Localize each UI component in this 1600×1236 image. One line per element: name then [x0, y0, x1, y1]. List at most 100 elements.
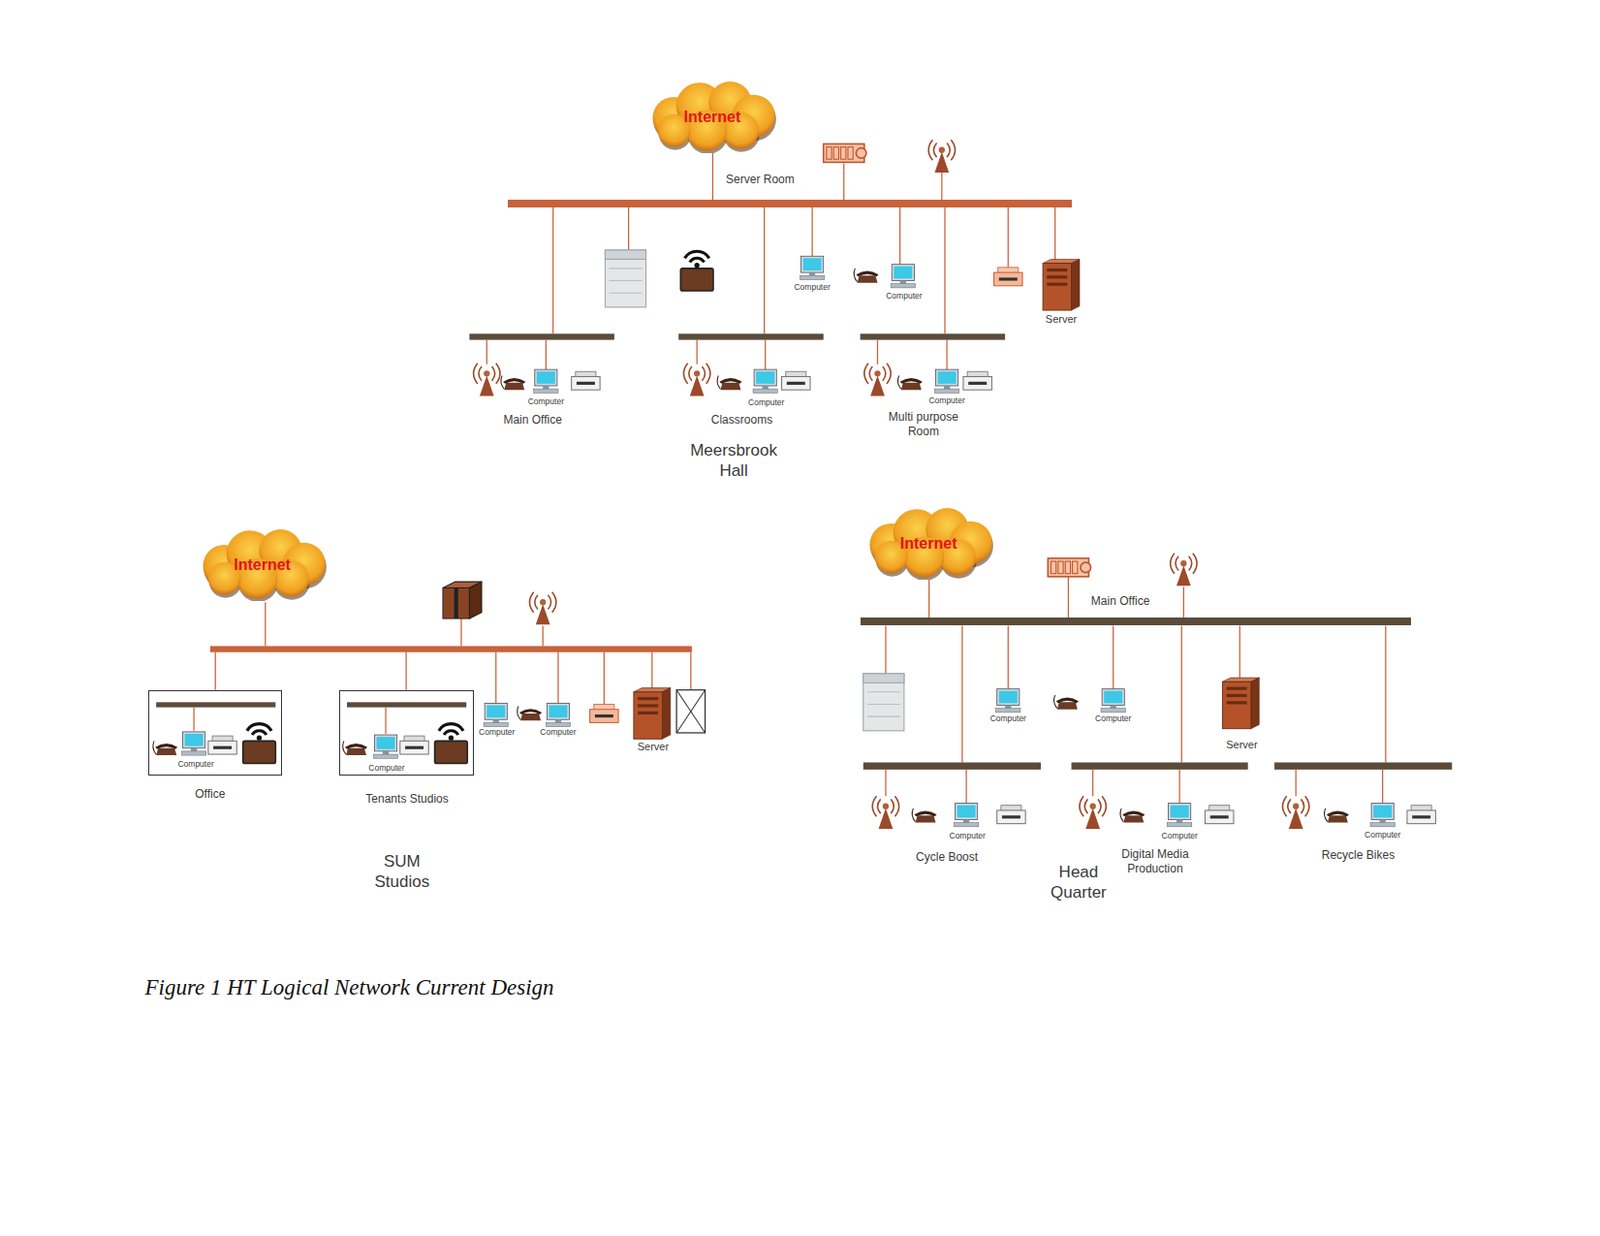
network-wire	[1179, 769, 1181, 804]
layout-shape	[853, 268, 857, 283]
layout-shape	[786, 381, 806, 385]
layout-shape	[190, 748, 197, 752]
network-wire	[961, 625, 963, 762]
layout-shape	[968, 381, 987, 385]
network-wire	[384, 707, 386, 734]
layout-shape	[534, 595, 538, 610]
computer-icon	[1100, 689, 1126, 713]
layout-shape	[1300, 798, 1304, 814]
layout-shape	[1071, 258, 1080, 311]
layout-shape	[637, 711, 659, 715]
phone-icon	[153, 740, 178, 755]
subnet-bar	[1274, 761, 1452, 769]
device-label: Computer	[1364, 829, 1401, 841]
network-wire	[192, 707, 194, 731]
cloud-label: Internet	[684, 107, 742, 127]
layout-shape	[256, 735, 262, 741]
network-wire	[552, 207, 554, 335]
layout-shape	[1090, 803, 1097, 810]
zone-box: ComputerTenants Studios	[339, 690, 474, 776]
layout-shape	[546, 702, 569, 720]
layout-shape	[493, 719, 500, 722]
layout-shape	[928, 139, 933, 160]
layout-shape	[486, 705, 505, 719]
layout-shape	[156, 748, 177, 755]
room-label: Cycle Boost	[915, 849, 978, 865]
layout-shape	[856, 275, 878, 283]
layout-shape	[1189, 556, 1193, 571]
pabx-icon	[823, 143, 867, 162]
layout-shape	[939, 147, 945, 154]
layout-shape	[1100, 708, 1126, 713]
layout-shape	[604, 250, 646, 259]
layout-shape	[801, 255, 824, 273]
network-wire	[1381, 769, 1383, 804]
layout-shape	[890, 283, 915, 288]
printer-icon	[400, 735, 429, 754]
layout-shape	[833, 147, 839, 160]
layout-shape	[1046, 282, 1067, 286]
phone-icon	[911, 808, 937, 823]
layout-shape	[343, 740, 346, 754]
network-wire	[1007, 625, 1009, 689]
zone-label: Office	[194, 786, 225, 802]
network-wire	[1181, 625, 1183, 762]
layout-shape	[878, 798, 881, 814]
layout-shape	[1103, 690, 1123, 704]
layout-shape	[1226, 700, 1248, 704]
layout-shape	[1170, 805, 1190, 818]
zone-label: Main Office	[1091, 594, 1150, 609]
layout-shape	[552, 592, 557, 613]
antenna-icon	[928, 139, 955, 173]
layout-shape	[938, 371, 957, 384]
network-wire	[542, 625, 544, 646]
device-label: Computer	[177, 757, 214, 769]
antenna-icon	[872, 795, 899, 829]
layout-shape	[345, 748, 367, 755]
network-wire	[1007, 207, 1009, 268]
layout-shape	[914, 815, 936, 822]
layout-shape	[517, 706, 521, 721]
network-wire	[1112, 625, 1114, 689]
layout-shape	[996, 708, 1021, 713]
computer-icon	[545, 702, 570, 726]
layout-shape	[637, 703, 659, 707]
layout-shape	[1002, 815, 1021, 818]
layout-shape	[753, 369, 777, 386]
layout-shape	[609, 292, 643, 294]
computer-icon	[373, 734, 398, 758]
network-wire	[627, 207, 629, 251]
layout-shape	[900, 281, 907, 284]
layout-shape	[661, 688, 670, 740]
layout-shape	[891, 264, 914, 282]
layout-shape	[502, 377, 526, 384]
layout-shape	[946, 142, 950, 157]
layout-shape	[994, 272, 1023, 286]
layout-shape	[886, 363, 891, 384]
layout-shape	[680, 268, 714, 291]
layout-shape	[374, 734, 397, 752]
layout-shape	[999, 690, 1018, 704]
layout-shape	[153, 740, 157, 754]
layout-shape	[872, 795, 877, 816]
layout-shape	[609, 280, 643, 282]
room-label: Digital Media Production	[1113, 847, 1197, 877]
antenna-icon	[1079, 795, 1106, 829]
network-wire	[941, 171, 942, 200]
layout-shape	[484, 702, 507, 720]
layout-shape	[492, 366, 496, 381]
layout-shape	[1292, 803, 1299, 810]
subnet-bar	[1071, 761, 1249, 769]
device-label: Computer	[748, 397, 785, 408]
layout-shape	[1327, 815, 1349, 822]
layout-shape	[894, 795, 899, 816]
layout-shape	[676, 690, 705, 733]
layout-shape	[183, 731, 206, 749]
layout-shape	[448, 735, 454, 741]
computer-icon	[533, 369, 559, 393]
device-label: Computer	[528, 395, 565, 407]
printer-icon	[782, 371, 811, 390]
room-label: Server	[1225, 738, 1257, 753]
network-wire	[884, 625, 886, 673]
layout-shape	[826, 147, 832, 160]
